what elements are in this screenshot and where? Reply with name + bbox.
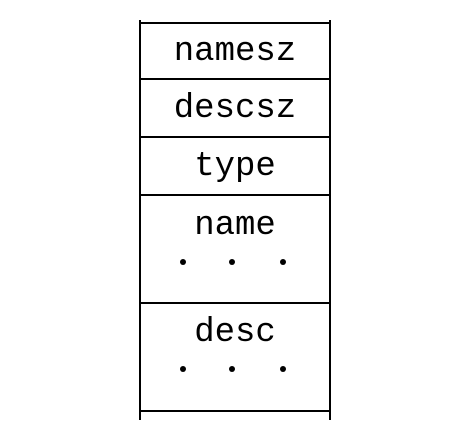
left-border <box>139 20 141 420</box>
continuation-dots <box>140 259 330 271</box>
dot <box>180 259 186 265</box>
field-desc: desc <box>194 314 276 352</box>
separator-top <box>139 22 331 24</box>
dot <box>229 366 235 372</box>
separator <box>139 302 331 304</box>
continuation-dots <box>140 366 330 378</box>
separator <box>139 194 331 196</box>
dot <box>280 366 286 372</box>
dot <box>180 366 186 372</box>
dot <box>229 259 235 265</box>
field-type: type <box>194 148 276 186</box>
right-border <box>329 20 331 420</box>
separator-bottom <box>139 410 331 412</box>
field-name: name <box>194 207 276 245</box>
separator <box>139 136 331 138</box>
field-descsz: descsz <box>173 90 297 128</box>
separator <box>139 78 331 80</box>
dot <box>280 259 286 265</box>
field-namesz: namesz <box>173 33 297 71</box>
